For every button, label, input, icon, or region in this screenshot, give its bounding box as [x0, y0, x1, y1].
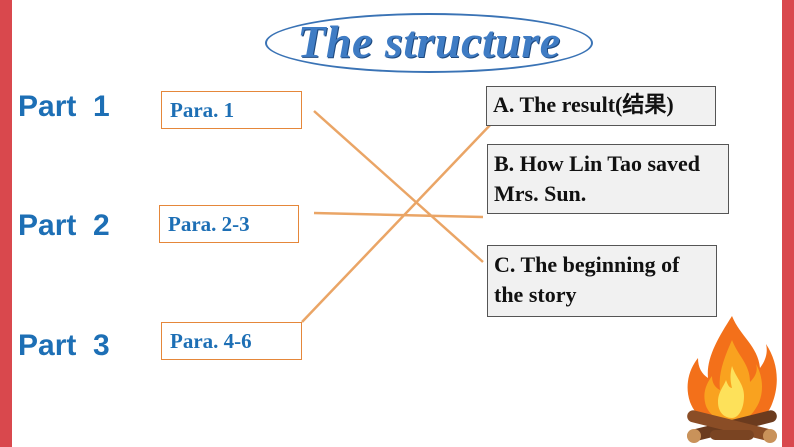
part-label-2: Part 2: [18, 209, 110, 242]
para-box-1[interactable]: Para. 1: [161, 91, 302, 129]
line-part2-to-b: [313, 211, 484, 219]
para-box-2[interactable]: Para. 2-3: [159, 205, 299, 243]
answer-box-b[interactable]: B. How Lin Tao saved Mrs. Sun.: [487, 144, 729, 214]
title-oval: [265, 13, 593, 73]
campfire-icon: [687, 316, 777, 443]
line-part3-to-a: [301, 121, 494, 323]
right-accent-bar: [782, 0, 794, 447]
part-label-3: Part 3: [18, 329, 110, 362]
line-part1-to-c: [313, 110, 484, 263]
answer-box-a[interactable]: A. The result(结果): [486, 86, 716, 126]
answer-box-c[interactable]: C. The beginning of the story: [487, 245, 717, 317]
part-label-1: Part 1: [18, 90, 110, 123]
para-box-3[interactable]: Para. 4-6: [161, 322, 302, 360]
left-accent-bar: [0, 0, 12, 447]
page-title: The structure: [297, 16, 561, 67]
